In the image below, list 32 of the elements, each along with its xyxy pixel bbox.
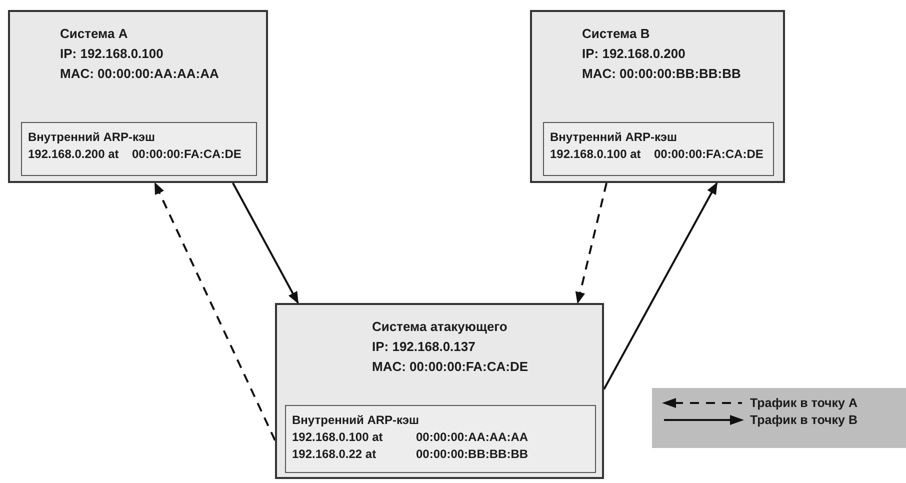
- system-box: [275, 303, 604, 479]
- system-title: Система B: [582, 25, 651, 43]
- mac-address: 00:00:00:FA:CA:DE: [654, 146, 764, 163]
- cache-heading: Внутренний ARP-кэш: [28, 129, 156, 146]
- legend-label: Трафик в точку A: [750, 396, 858, 410]
- address-line: IP: 192.168.0.200: [582, 45, 686, 63]
- arrow: [154, 182, 276, 441]
- arp-cache-box: [285, 405, 596, 473]
- legend-label: Трафик в точку B: [750, 413, 858, 427]
- system-title: Система A: [60, 25, 129, 43]
- mac-address: 00:00:00:AA:AA:AA: [416, 429, 530, 446]
- system-title: Система атакующего: [372, 318, 508, 336]
- arrow: [603, 182, 718, 390]
- cache-heading: Внутренний ARP-кэш: [550, 129, 678, 146]
- address-line: IP: 192.168.0.137: [372, 338, 476, 356]
- system-box: [8, 10, 268, 183]
- arrow: [575, 182, 608, 304]
- mac-address: 00:00:00:FA:CA:DE: [132, 146, 242, 163]
- address-line: IP: 192.168.0.100: [60, 45, 164, 63]
- address-line: MAC: 00:00:00:FA:CA:DE: [372, 358, 530, 376]
- arp-cache-box: [543, 122, 774, 176]
- arp-cache-box: [21, 122, 257, 176]
- ip-address: 192.168.0.100 at: [550, 146, 642, 163]
- ip-address: 192.168.0.200 at: [28, 146, 120, 163]
- ip-address: 192.168.0.100 at: [292, 429, 384, 446]
- address-line: MAC: 00:00:00:AA:AA:AA: [60, 65, 220, 83]
- ip-address: 192.168.0.22 at: [292, 446, 378, 463]
- arrow: [232, 182, 299, 304]
- mac-address: 00:00:00:BB:BB:BB: [416, 446, 530, 463]
- address-line: MAC: 00:00:00:BB:BB:BB: [582, 65, 742, 83]
- system-box: [530, 10, 785, 183]
- cache-heading: Внутренний ARP-кэш: [292, 412, 420, 429]
